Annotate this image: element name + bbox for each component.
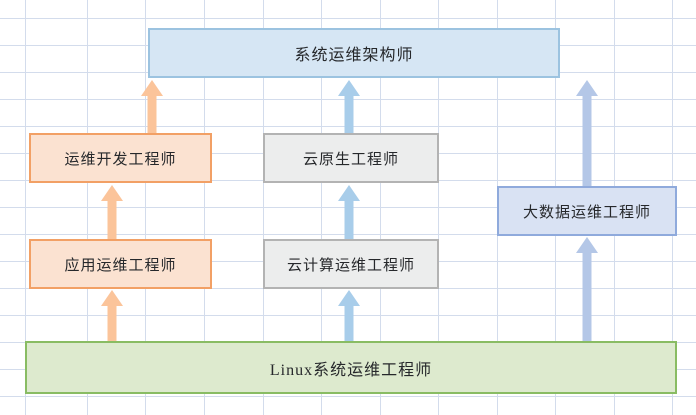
arrow-head — [101, 185, 123, 201]
node-linux-system-ops-engineer[interactable]: Linux系统运维工程师 — [25, 341, 677, 394]
arrow-shaft — [582, 96, 592, 187]
node-label-bigdata-ops-engineer: 大数据运维工程师 — [522, 204, 651, 221]
node-cloud-computing-ops-engineer[interactable]: 云计算运维工程师 — [263, 239, 439, 289]
grid-hline-14 — [0, 396, 696, 397]
arrow-cloud-computing-to-cloud-native-up-arrow-icon — [336, 185, 362, 239]
arrow-linux-to-bigdata-up-arrow-icon — [574, 237, 600, 341]
node-label-system-ops-architect: 系统运维架构师 — [294, 47, 414, 64]
node-cloud-native-engineer[interactable]: 云原生工程师 — [263, 133, 439, 183]
node-system-ops-architect[interactable]: 系统运维架构师 — [148, 28, 560, 78]
arrow-ops-dev-to-architect-up-arrow-icon — [139, 80, 165, 134]
arrow-shaft — [344, 306, 354, 341]
arrow-head — [338, 185, 360, 201]
arrow-head — [141, 80, 163, 96]
arrow-shaft — [344, 201, 354, 239]
node-ops-dev-engineer[interactable]: 运维开发工程师 — [29, 133, 212, 183]
node-label-linux-system-ops-engineer: Linux系统运维工程师 — [269, 361, 433, 379]
arrow-shaft — [107, 306, 117, 341]
arrow-bigdata-to-architect-up-arrow-icon — [574, 80, 600, 187]
node-label-app-ops-engineer: 应用运维工程师 — [64, 257, 177, 274]
arrow-head — [576, 237, 598, 253]
node-label-cloud-native-engineer: 云原生工程师 — [302, 151, 399, 168]
arrow-app-ops-to-ops-dev-up-arrow-icon — [99, 185, 125, 239]
arrow-shaft — [582, 253, 592, 341]
arrow-head — [576, 80, 598, 96]
node-bigdata-ops-engineer[interactable]: 大数据运维工程师 — [497, 186, 677, 236]
arrow-head — [101, 290, 123, 306]
arrow-head — [338, 290, 360, 306]
arrow-cloud-native-to-architect-up-arrow-icon — [336, 80, 362, 134]
grid-hline-0 — [0, 18, 696, 19]
arrow-linux-to-app-ops-up-arrow-icon — [99, 290, 125, 341]
node-label-ops-dev-engineer: 运维开发工程师 — [64, 151, 177, 168]
node-app-ops-engineer[interactable]: 应用运维工程师 — [29, 239, 212, 289]
arrow-shaft — [107, 201, 117, 239]
arrow-shaft — [147, 96, 157, 134]
arrow-linux-to-cloud-computing-up-arrow-icon — [336, 290, 362, 341]
arrow-shaft — [344, 96, 354, 134]
node-label-cloud-computing-ops-engineer: 云计算运维工程师 — [286, 257, 415, 274]
arrow-head — [338, 80, 360, 96]
